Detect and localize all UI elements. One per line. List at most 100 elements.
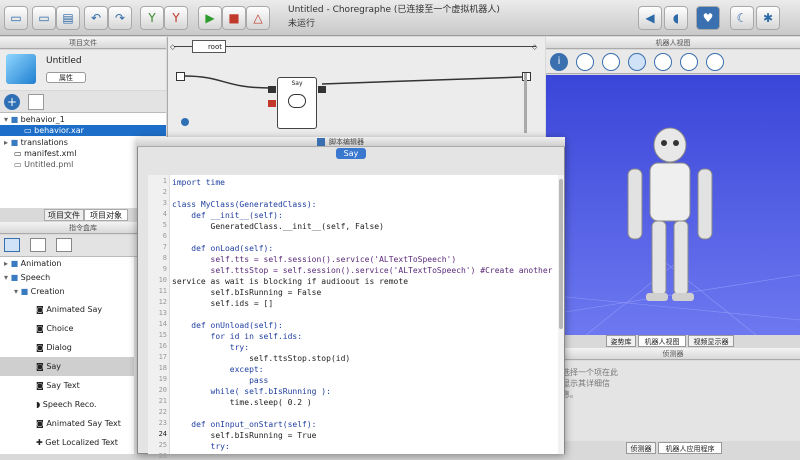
library-folder-icon[interactable] xyxy=(30,238,46,252)
properties-button[interactable]: 属性 xyxy=(46,72,86,83)
library-item-get-localized-text[interactable]: ✚ Get Localized Text xyxy=(36,438,118,447)
library-item-say-text[interactable]: ◙ Say Text xyxy=(36,381,80,390)
line-number: 6 xyxy=(162,232,167,240)
rest-button[interactable]: ☾ xyxy=(730,6,754,30)
volume-button[interactable]: ◀ xyxy=(638,6,662,30)
code-line: while( self.bIsRunning ): xyxy=(172,387,331,396)
new-project-button[interactable]: ▭ xyxy=(4,6,28,30)
tree-item-behavior-1[interactable]: ▾ ■ behavior_1 xyxy=(4,115,65,124)
redo-button[interactable]: ↷ xyxy=(108,6,132,30)
tab-say-script[interactable]: Say xyxy=(336,148,366,159)
say-box[interactable]: Say xyxy=(277,77,317,129)
box-library-toolbar xyxy=(0,235,166,257)
tab-robot-view[interactable]: 机器人视图 xyxy=(638,335,686,347)
line-number: 26 xyxy=(158,452,167,460)
library-item-say[interactable]: ◙ Say xyxy=(0,357,134,376)
code-line: def __init__(self): xyxy=(172,211,283,220)
line-number: 24 xyxy=(158,430,167,438)
speech-bubble-icon xyxy=(288,94,306,108)
tab-project-objects[interactable]: 项目对象 xyxy=(84,209,128,221)
code-line: def onInput_onStart(self): xyxy=(172,420,317,429)
open-project-button[interactable]: ▭ xyxy=(32,6,56,30)
box-stop-port[interactable] xyxy=(268,100,276,107)
add-icon[interactable]: + xyxy=(4,94,20,110)
settings-button[interactable]: ✱ xyxy=(756,6,780,30)
move-icon[interactable] xyxy=(628,53,646,71)
tree-item-manifest[interactable]: ▭ manifest.xml xyxy=(14,149,77,158)
reset-view-icon[interactable] xyxy=(706,53,724,71)
sound-button[interactable]: ◖ xyxy=(664,6,688,30)
code-line: def onLoad(self): xyxy=(172,244,274,253)
library-item-speech-reco[interactable]: ◗ Speech Reco. xyxy=(36,400,97,409)
line-number: 9 xyxy=(162,265,167,273)
library-item-animation[interactable]: ▸ ■ Animation xyxy=(4,259,62,268)
library-item-creation[interactable]: ▾ ■ Creation xyxy=(14,287,65,296)
play-button[interactable]: ▶ xyxy=(198,6,222,30)
debug-button[interactable]: △ xyxy=(246,6,270,30)
library-item-speech[interactable]: ▾ ■ Speech xyxy=(4,273,51,282)
tab-video-monitor[interactable]: 视频显示器 xyxy=(688,335,734,347)
connect-icon: Y xyxy=(148,11,156,25)
robot-3d-view[interactable] xyxy=(545,75,800,336)
tree-item-translations[interactable]: ▸ ■ translations xyxy=(4,138,68,147)
box-library-title: 指令盒库 xyxy=(0,222,166,234)
box-output-port[interactable] xyxy=(318,86,326,93)
stop-button[interactable]: ■ xyxy=(222,6,246,30)
gear-icon: ✱ xyxy=(762,11,774,25)
window-title: Untitled - Choregraphe (已连接至一个虚拟机器人) xyxy=(288,5,500,15)
run-status: 未运行 xyxy=(288,19,316,29)
info-icon[interactable]: i xyxy=(550,53,568,71)
line-number: 22 xyxy=(158,408,167,416)
editor-scrollbar[interactable] xyxy=(558,175,564,454)
rotate-icon[interactable] xyxy=(654,53,672,71)
speech-bubble-icon: ◙ xyxy=(36,305,44,314)
line-number: 17 xyxy=(158,353,167,361)
plus-icon[interactable] xyxy=(181,118,189,126)
box-input-port[interactable] xyxy=(268,86,276,93)
library-item-choice[interactable]: ◙ Choice xyxy=(36,324,74,333)
speaker-icon: ◀ xyxy=(645,11,655,25)
line-number: 23 xyxy=(158,419,167,427)
code-line: time.sleep( 0.2 ) xyxy=(172,398,312,407)
code-line: try: xyxy=(172,442,230,451)
tree-item-pml[interactable]: ▭ Untitled.pml xyxy=(14,160,74,169)
save-project-button[interactable]: ▤ xyxy=(56,6,80,30)
code-line: for id in self.ids: xyxy=(172,332,303,341)
speech-bubble-icon: ◙ xyxy=(36,324,44,333)
undo-button[interactable]: ↶ xyxy=(84,6,108,30)
tab-pose-library[interactable]: 姿势库 xyxy=(606,335,636,347)
editor-app-icon xyxy=(317,138,325,146)
disconnect-button[interactable]: Y xyxy=(164,6,188,30)
line-number: 11 xyxy=(158,287,167,295)
inspector-title: 侦测器 xyxy=(546,348,800,360)
project-name: Untitled xyxy=(46,56,82,66)
library-filter-icon[interactable] xyxy=(56,238,72,252)
line-number: 18 xyxy=(158,364,167,372)
flow-vertical-scroll[interactable] xyxy=(524,73,527,133)
connect-button[interactable]: Y xyxy=(140,6,164,30)
tab-project-files[interactable]: 项目文件 xyxy=(44,209,84,221)
breadcrumb[interactable]: root xyxy=(192,40,226,53)
code-line: self.bIsRunning = False xyxy=(172,288,322,297)
library-view-icon[interactable] xyxy=(4,238,20,252)
tab-robot-applications[interactable]: 机器人应用程序 xyxy=(658,442,722,454)
line-number: 5 xyxy=(162,221,167,229)
main-toolbar: ▭ ▭ ▤ ↶ ↷ Y Y ▶ ■ △ Untitled - Choregrap… xyxy=(0,0,800,36)
ear-icon: ◗ xyxy=(36,400,41,409)
view-side-icon[interactable] xyxy=(602,53,620,71)
tree-item-behavior-xar[interactable]: ▭ behavior.xar xyxy=(0,125,166,136)
library-item-animated-say-text[interactable]: ◙ Animated Say Text xyxy=(36,419,121,428)
autonomous-life-button[interactable]: ♥ xyxy=(696,6,720,30)
import-icon[interactable] xyxy=(28,94,44,110)
library-item-dialog[interactable]: ◙ Dialog xyxy=(36,343,72,352)
code-line: def onUnload(self): xyxy=(172,321,283,330)
view-front-icon[interactable] xyxy=(576,53,594,71)
folder-icon: ■ xyxy=(10,115,19,124)
say-box-label: Say xyxy=(291,80,303,87)
zoom-icon[interactable] xyxy=(680,53,698,71)
library-item-animated-say[interactable]: ◙ Animated Say xyxy=(36,305,103,314)
editor-scroll-thumb[interactable] xyxy=(559,179,563,329)
line-number: 13 xyxy=(158,309,167,317)
tab-inspector[interactable]: 侦测器 xyxy=(626,442,656,454)
